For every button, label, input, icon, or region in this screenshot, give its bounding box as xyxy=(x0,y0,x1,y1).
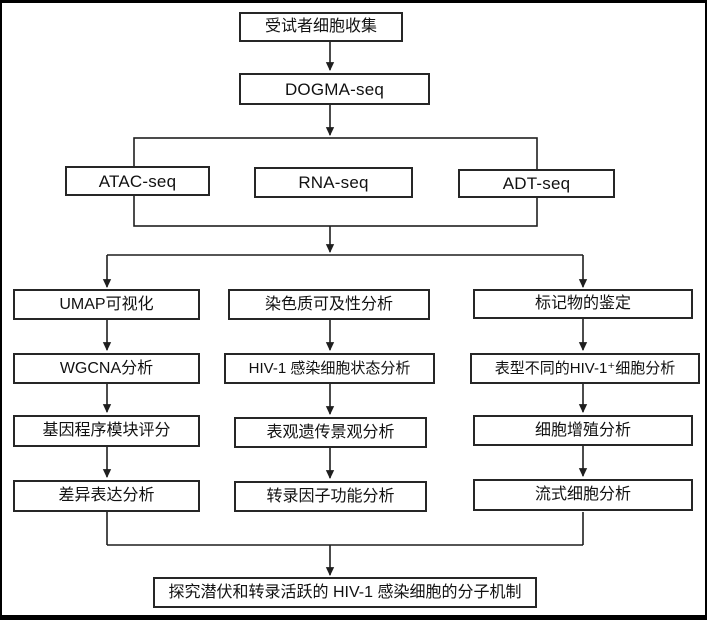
node-umap: UMAP可视化 xyxy=(13,289,200,320)
node-wgcna: WGCNA分析 xyxy=(13,353,200,384)
node-chromatin: 染色质可及性分析 xyxy=(228,289,430,320)
node-hiv-state: HIV-1 感染细胞状态分析 xyxy=(224,353,435,384)
node-epigenetic: 表观遗传景观分析 xyxy=(234,417,427,448)
node-tf-function: 转录因子功能分析 xyxy=(234,481,427,512)
node-diff-expr: 差异表达分析 xyxy=(13,480,200,512)
node-marker-id: 标记物的鉴定 xyxy=(473,289,693,319)
node-rna-seq: RNA-seq xyxy=(254,167,413,198)
node-flow-cytometry: 流式细胞分析 xyxy=(473,479,693,511)
node-dogma-seq: DOGMA-seq xyxy=(239,73,430,105)
node-adt-seq: ADT-seq xyxy=(458,169,615,198)
node-gene-program: 基因程序模块评分 xyxy=(13,415,200,447)
node-subject-collection: 受试者细胞收集 xyxy=(239,12,403,42)
node-proliferation: 细胞增殖分析 xyxy=(473,415,693,446)
node-conclusion: 探究潜伏和转录活跃的 HIV-1 感染细胞的分子机制 xyxy=(153,577,537,608)
node-atac-seq: ATAC-seq xyxy=(65,166,210,196)
node-phenotype-hiv: 表型不同的HIV-1⁺细胞分析 xyxy=(470,353,700,384)
